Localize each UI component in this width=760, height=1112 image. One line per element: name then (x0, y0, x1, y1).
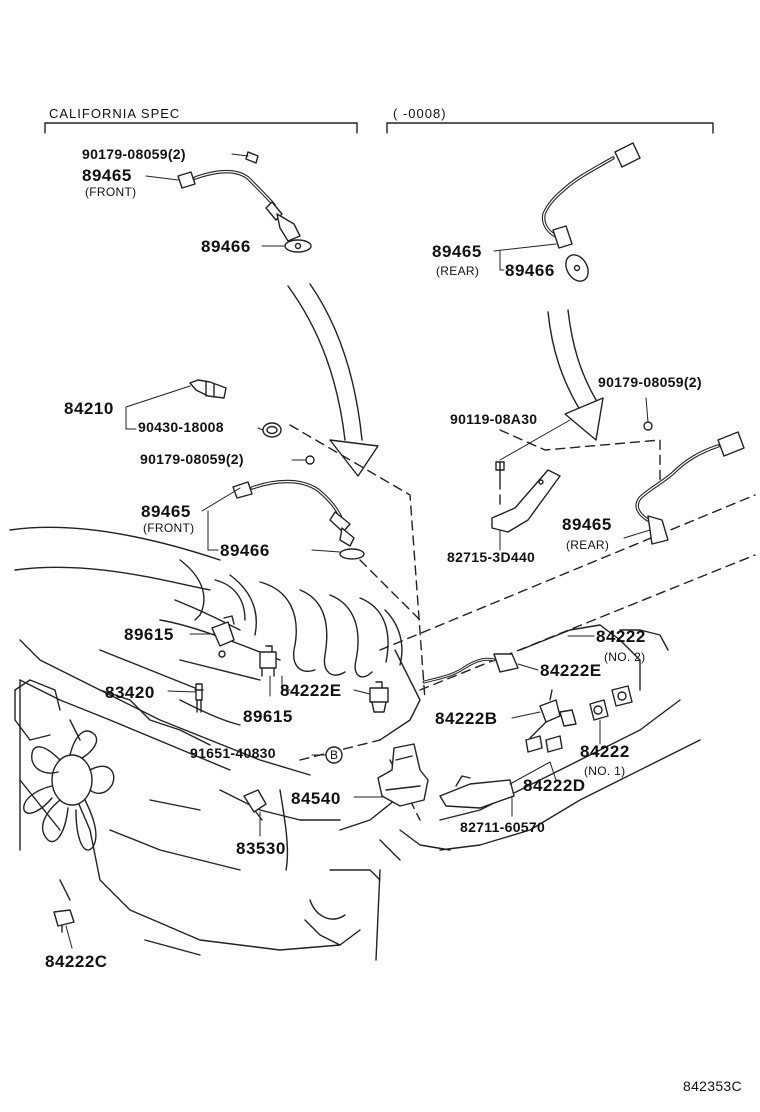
callout-89465-right: 89465 (562, 515, 612, 534)
callout-84222B: 84222B (435, 709, 498, 728)
callout-84222E-engine: 84222E (280, 681, 342, 700)
engine-block-outline (19, 639, 701, 961)
callout-84222E-right: 84222E (540, 661, 602, 680)
callout-89466-top-left: 89466 (201, 237, 251, 256)
callout-rear-right: (REAR) (566, 538, 610, 552)
callout-89465-top-right: 89465 (432, 242, 482, 261)
callout-no1: (NO. 1) (584, 764, 626, 778)
callout-84222D: 84222D (523, 776, 586, 795)
callout-82711-60570: 82711-60570 (460, 819, 546, 835)
callout-89465-top-left: 89465 (82, 166, 132, 185)
switch-84222E-right (422, 653, 519, 684)
flow-arrow-right (547, 309, 604, 441)
header-bracket-california (44, 122, 358, 134)
sensor-83530 (243, 789, 267, 821)
switch-84222-no2 (611, 685, 633, 707)
callout-84222-no2: 84222 (596, 627, 646, 646)
pipe-84222 (519, 624, 669, 691)
sensor-89615-upper (211, 615, 235, 658)
callout-rear-top-right: (REAR) (436, 264, 480, 278)
o2-sensor-rear-middle (635, 421, 745, 545)
header-bracket-period (386, 122, 714, 134)
callout-90179-08059-top-left: 90179-08059(2) (82, 146, 186, 162)
switch-84540 (377, 743, 429, 807)
callout-90179-08059-right: 90179-08059(2) (598, 374, 702, 390)
callout-84222-no1: 84222 (580, 742, 630, 761)
callout-front-middle: (FRONT) (143, 521, 195, 535)
sensor-84222C (53, 909, 75, 933)
reference-dashes (289, 424, 756, 821)
callout-84540: 84540 (291, 789, 341, 808)
switch-84222-no1 (589, 699, 609, 721)
callout-84210: 84210 (64, 399, 114, 418)
o2-sensor-front-middle (232, 455, 365, 560)
callout-no2: (NO. 2) (604, 650, 646, 664)
bracket-82715 (491, 461, 561, 533)
callout-89615-upper: 89615 (124, 625, 174, 644)
callout-84222C: 84222C (45, 952, 108, 971)
callout-83420: 83420 (105, 683, 155, 702)
flow-arrow-left (287, 283, 379, 477)
spark-plug-83420 (194, 683, 204, 713)
callout-90179-08059-middle: 90179-08059(2) (140, 451, 244, 467)
callout-89466-top-right: 89466 (505, 261, 555, 280)
header-california-spec: CALIFORNIA SPEC (49, 106, 181, 121)
callout-90430-18008: 90430-18008 (138, 419, 224, 435)
callout-90119-08A30: 90119-08A30 (450, 411, 538, 427)
bracket-82711 (439, 775, 515, 809)
callout-89466-middle: 89466 (220, 541, 270, 560)
o2-sensor-rear-top (541, 142, 641, 282)
header-period: ( -0008) (393, 106, 447, 121)
callout-89615-lower: 89615 (243, 707, 293, 726)
callout-82715-3D440: 82715-3D440 (447, 549, 536, 565)
diagram-id: 842353C (683, 1078, 742, 1094)
sensor-84222E-engine (369, 681, 389, 713)
leader-lines (65, 153, 651, 949)
callout-91651-40830: 91651-40830 (190, 745, 276, 761)
callout-front-top-left: (FRONT) (85, 185, 137, 199)
engine-intake-manifold (9, 526, 403, 681)
cooling-fan (14, 679, 115, 851)
sensor-89615-lower (259, 645, 277, 677)
callout-83530: 83530 (236, 839, 286, 858)
knock-sensor-84210 (189, 379, 282, 438)
callout-89465-middle: 89465 (141, 502, 191, 521)
callout-B-marker: B (330, 748, 339, 762)
switch-84222B (525, 689, 577, 753)
